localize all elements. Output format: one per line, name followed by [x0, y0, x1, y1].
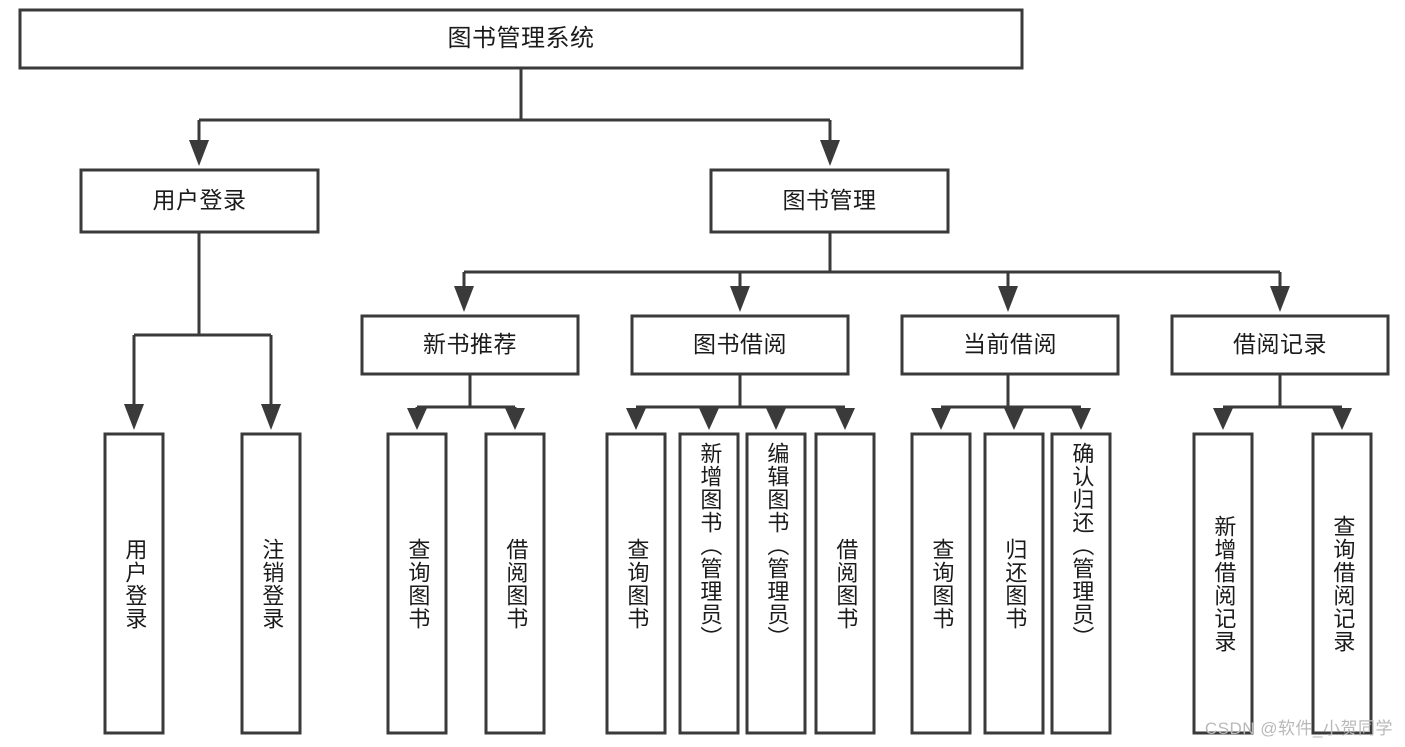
connector-group-new-book-recommend-to-leaves [407, 374, 525, 430]
arrowhead-leaf-query-book-borrow [626, 408, 646, 430]
connector-group-root-to-level2 [189, 68, 840, 166]
node-box-new-book-recommend[interactable] [360, 314, 580, 376]
connector-group-book-management-to-level3 [454, 232, 1290, 312]
arrowhead-leaf-borrow-book-recommend [505, 408, 525, 430]
node-box-leaf-user-login[interactable] [103, 432, 165, 735]
arrowhead-leaf-logout [261, 404, 281, 430]
node-box-leaf-logout[interactable] [240, 432, 302, 735]
arrowhead-borrow-record [1270, 286, 1290, 312]
node-box-leaf-confirm-return-admin[interactable] [1050, 432, 1112, 735]
node-box-leaf-return-book[interactable] [983, 432, 1045, 735]
node-box-leaf-edit-book-admin[interactable] [745, 432, 807, 735]
node-box-root[interactable] [18, 8, 1024, 70]
node-box-user-login[interactable] [79, 168, 320, 234]
node-box-borrow-record[interactable] [1170, 314, 1390, 376]
arrowhead-leaf-confirm-return-admin [1071, 408, 1091, 430]
connector-group-book-borrow-to-leaves [626, 374, 855, 430]
arrowhead-book-borrow [730, 286, 750, 312]
node-box-leaf-query-book-recommend[interactable] [386, 432, 448, 735]
node-box-current-borrow[interactable] [900, 314, 1120, 376]
node-box-book-borrow[interactable] [630, 314, 850, 376]
arrowhead-leaf-add-book-admin [699, 408, 719, 430]
node-box-leaf-query-borrow-record[interactable] [1311, 432, 1373, 735]
arrowhead-leaf-return-book [1004, 408, 1024, 430]
arrowhead-current-borrow [998, 286, 1018, 312]
node-box-book-management[interactable] [709, 168, 950, 234]
arrowhead-leaf-add-borrow-record [1213, 408, 1233, 430]
connector-group-current-borrow-to-leaves [931, 374, 1091, 430]
node-box-leaf-borrow-book[interactable] [814, 432, 876, 735]
arrowhead-user-login [189, 140, 209, 166]
connector-group-user-login-to-leaves [124, 232, 281, 430]
node-box-leaf-query-book-current[interactable] [910, 432, 972, 735]
arrowhead-book-management [820, 140, 840, 166]
node-box-leaf-add-borrow-record[interactable] [1192, 432, 1254, 735]
arrowhead-leaf-user-login [124, 404, 144, 430]
arrowhead-leaf-edit-book-admin [766, 408, 786, 430]
arrowhead-leaf-query-borrow-record [1332, 408, 1352, 430]
node-box-leaf-query-book-borrow[interactable] [605, 432, 667, 735]
arrowhead-leaf-borrow-book [835, 408, 855, 430]
arrowhead-leaf-query-book-recommend [407, 408, 427, 430]
node-box-leaf-borrow-book-recommend[interactable] [484, 432, 546, 735]
node-box-leaf-add-book-admin[interactable] [678, 432, 740, 735]
arrowhead-leaf-query-book-current [931, 408, 951, 430]
connector-group-borrow-record-to-leaves [1213, 374, 1352, 430]
arrowhead-new-book-recommend [454, 286, 474, 312]
